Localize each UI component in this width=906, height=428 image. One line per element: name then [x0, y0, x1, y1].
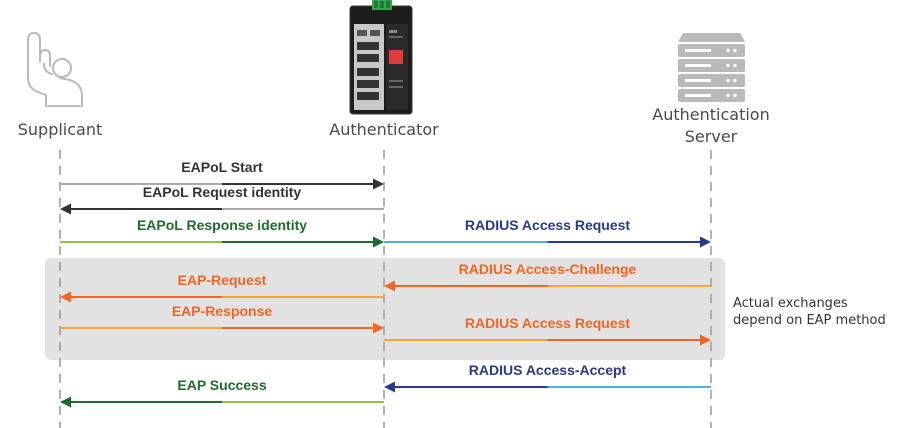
- note-line1: Actual exchanges: [733, 296, 848, 311]
- message-label: RADIUS Access-Accept: [469, 362, 627, 378]
- message-label: EAPoL Response identity: [137, 217, 307, 233]
- server-label: Authentication Server: [631, 104, 791, 148]
- message-arrowhead: [60, 203, 71, 215]
- note-line2: depend on EAP method: [733, 313, 886, 328]
- message-arrowhead: [384, 381, 395, 393]
- message-label: EAP-Request: [178, 272, 267, 288]
- eap-method-note: Actual exchanges depend on EAP method: [733, 295, 886, 329]
- message-label: EAPoL Request identity: [143, 184, 302, 200]
- server-label-line2: Server: [684, 127, 738, 146]
- message-label: EAP-Response: [172, 303, 273, 319]
- supplicant-label: Supplicant: [17, 120, 103, 139]
- server-label-line1: Authentication: [652, 105, 770, 124]
- message-arrowhead: [60, 396, 71, 408]
- message-arrowhead: [373, 236, 384, 248]
- message-arrowhead: [384, 280, 395, 292]
- message-label: EAP Success: [177, 377, 266, 393]
- user-hand-icon: [27, 32, 83, 107]
- message-arrowhead: [700, 236, 711, 248]
- message-arrowhead: [60, 291, 71, 303]
- message-label: RADIUS Access-Challenge: [459, 261, 637, 277]
- message-arrowhead: [700, 334, 711, 346]
- industrial-switch-icon: [349, 0, 413, 115]
- server-rack-icon: [678, 33, 745, 102]
- message-arrowhead: [373, 178, 384, 190]
- authenticator-label: Authenticator: [329, 120, 439, 139]
- message-label: RADIUS Access Request: [465, 315, 631, 331]
- message-label: EAPoL Start: [181, 159, 263, 175]
- message-label: RADIUS Access Request: [465, 217, 631, 233]
- eap-exchange-region: [45, 258, 725, 360]
- message-arrowhead: [373, 322, 384, 334]
